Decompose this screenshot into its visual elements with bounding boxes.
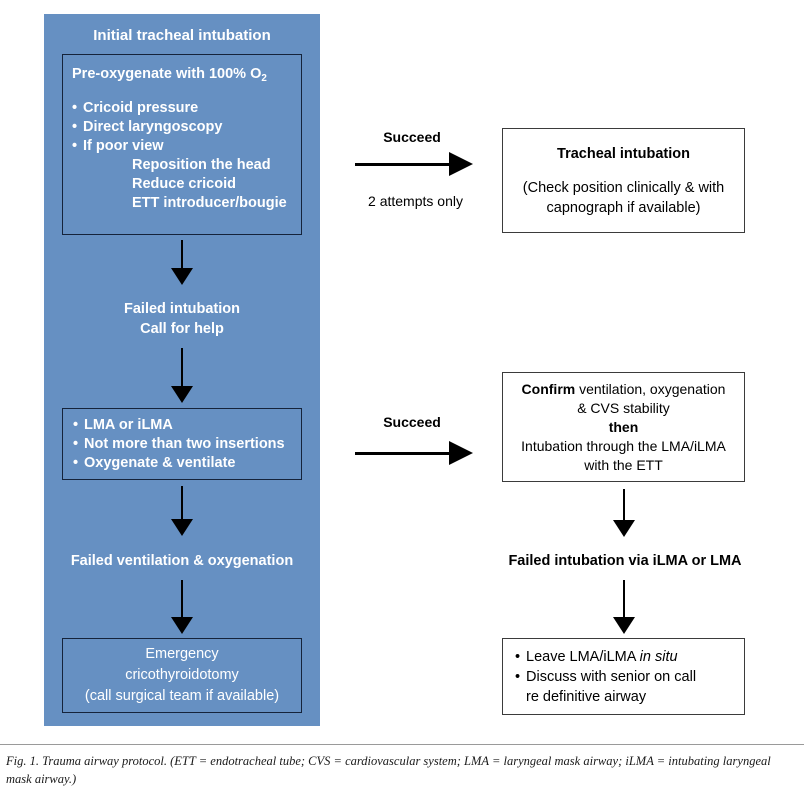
pre-oxygenate-subitems: Reposition the head Reduce cricoid ETT i… bbox=[72, 156, 292, 213]
label-failed-intubation: Failed intubation Call for help bbox=[44, 299, 320, 339]
failed-intubation-line2: Call for help bbox=[140, 321, 224, 337]
label-failed-intubation-via-lma: Failed intubation via iLMA or LMA bbox=[508, 553, 742, 569]
box-leave-lma: Leave LMA/iLMA in situ Discuss with seni… bbox=[502, 638, 745, 715]
box-emergency-cricothyroidotomy: Emergency cricothyroidotomy (call surgic… bbox=[62, 638, 302, 713]
list-item: Discuss with senior on call bbox=[515, 667, 732, 687]
label-succeed-1: Succeed bbox=[383, 129, 441, 145]
list-item: Cricoid pressure bbox=[72, 99, 292, 118]
confirm-line2: & CVS stability bbox=[577, 399, 670, 416]
confirm-then: then bbox=[608, 418, 639, 435]
oxygen-subscript: 2 bbox=[261, 72, 267, 84]
arrow-right-to-tracheal-intubation bbox=[355, 151, 473, 177]
failed-intubation-line1: Failed intubation bbox=[124, 301, 240, 317]
list-item: ETT introducer/bougie bbox=[132, 195, 287, 211]
leave-b1-pre: Leave LMA/iLMA bbox=[526, 648, 640, 665]
list-item: Direct laryngoscopy bbox=[72, 118, 292, 137]
label-2-attempts-only: 2 attempts only bbox=[368, 193, 463, 209]
panel-title: Initial tracheal intubation bbox=[93, 27, 271, 44]
box-tracheal-intubation: Tracheal intubation (Check position clin… bbox=[502, 128, 745, 233]
confirm-line3: Intubation through the LMA/iLMA bbox=[521, 437, 726, 454]
list-item: Reduce cricoid bbox=[132, 176, 236, 192]
list-item: Not more than two insertions bbox=[73, 435, 291, 454]
box-lma: LMA or iLMA Not more than two insertions… bbox=[62, 408, 302, 480]
confirm-line1: Confirm ventilation, oxygenation bbox=[509, 380, 738, 399]
list-item: Reposition the head bbox=[132, 157, 271, 173]
arrow-down-confirm-to-failed-via-lma bbox=[608, 489, 640, 537]
arrow-right-to-confirm-ventilation bbox=[355, 440, 473, 466]
confirm-line4: with the ETT bbox=[584, 456, 663, 473]
figure-caption: Fig. 1. Trauma airway protocol. (ETT = e… bbox=[6, 754, 771, 787]
pre-oxygenate-heading: Pre-oxygenate with 100% O2 bbox=[72, 65, 292, 85]
leave-b1-italic: in situ bbox=[639, 648, 678, 665]
confirm-rest: ventilation, oxygenation bbox=[575, 380, 726, 397]
figure-trauma-airway-protocol: Initial tracheal intubation Pre-oxygenat… bbox=[0, 0, 804, 745]
cric-line2: cricothyroidotomy bbox=[125, 667, 239, 683]
list-item-continuation: re definitive airway bbox=[526, 688, 647, 705]
list-item: LMA or iLMA bbox=[73, 416, 291, 435]
pre-oxygenate-heading-text: Pre-oxygenate with 100% O bbox=[72, 66, 262, 82]
box-confirm-ventilation: Confirm ventilation, oxygenation & CVS s… bbox=[502, 372, 745, 482]
confirm-bold: Confirm bbox=[521, 380, 576, 397]
cric-line3: (call surgical team if available) bbox=[84, 688, 280, 704]
arrow-down-failed-ventilation-to-cricothyroidotomy bbox=[166, 580, 198, 634]
list-item: Oxygenate & ventilate bbox=[73, 454, 291, 473]
tracheal-title: Tracheal intubation bbox=[557, 145, 690, 162]
cric-line1: Emergency bbox=[145, 646, 219, 662]
pre-oxygenate-bullets: Cricoid pressure Direct laryngoscopy If … bbox=[72, 99, 292, 156]
label-succeed-2: Succeed bbox=[383, 414, 441, 430]
arrow-down-failed-intubation-to-lma bbox=[166, 348, 198, 403]
box-pre-oxygenate: Pre-oxygenate with 100% O2 Cricoid press… bbox=[62, 54, 302, 235]
label-failed-ventilation: Failed ventilation & oxygenation bbox=[70, 553, 294, 569]
tracheal-line1: (Check position clinically & with bbox=[522, 179, 725, 196]
list-item: If poor view bbox=[72, 137, 292, 156]
lma-bullets: LMA or iLMA Not more than two insertions… bbox=[73, 416, 291, 473]
arrow-down-preox-to-failed-intubation bbox=[166, 240, 198, 285]
leave-lma-bullets: Leave LMA/iLMA in situ Discuss with seni… bbox=[515, 647, 732, 707]
arrow-down-failed-via-lma-to-leave-lma bbox=[608, 580, 640, 634]
list-item: Leave LMA/iLMA in situ bbox=[515, 647, 732, 667]
tracheal-line2: capnograph if available) bbox=[546, 199, 701, 216]
arrow-down-lma-to-failed-ventilation bbox=[166, 486, 198, 536]
